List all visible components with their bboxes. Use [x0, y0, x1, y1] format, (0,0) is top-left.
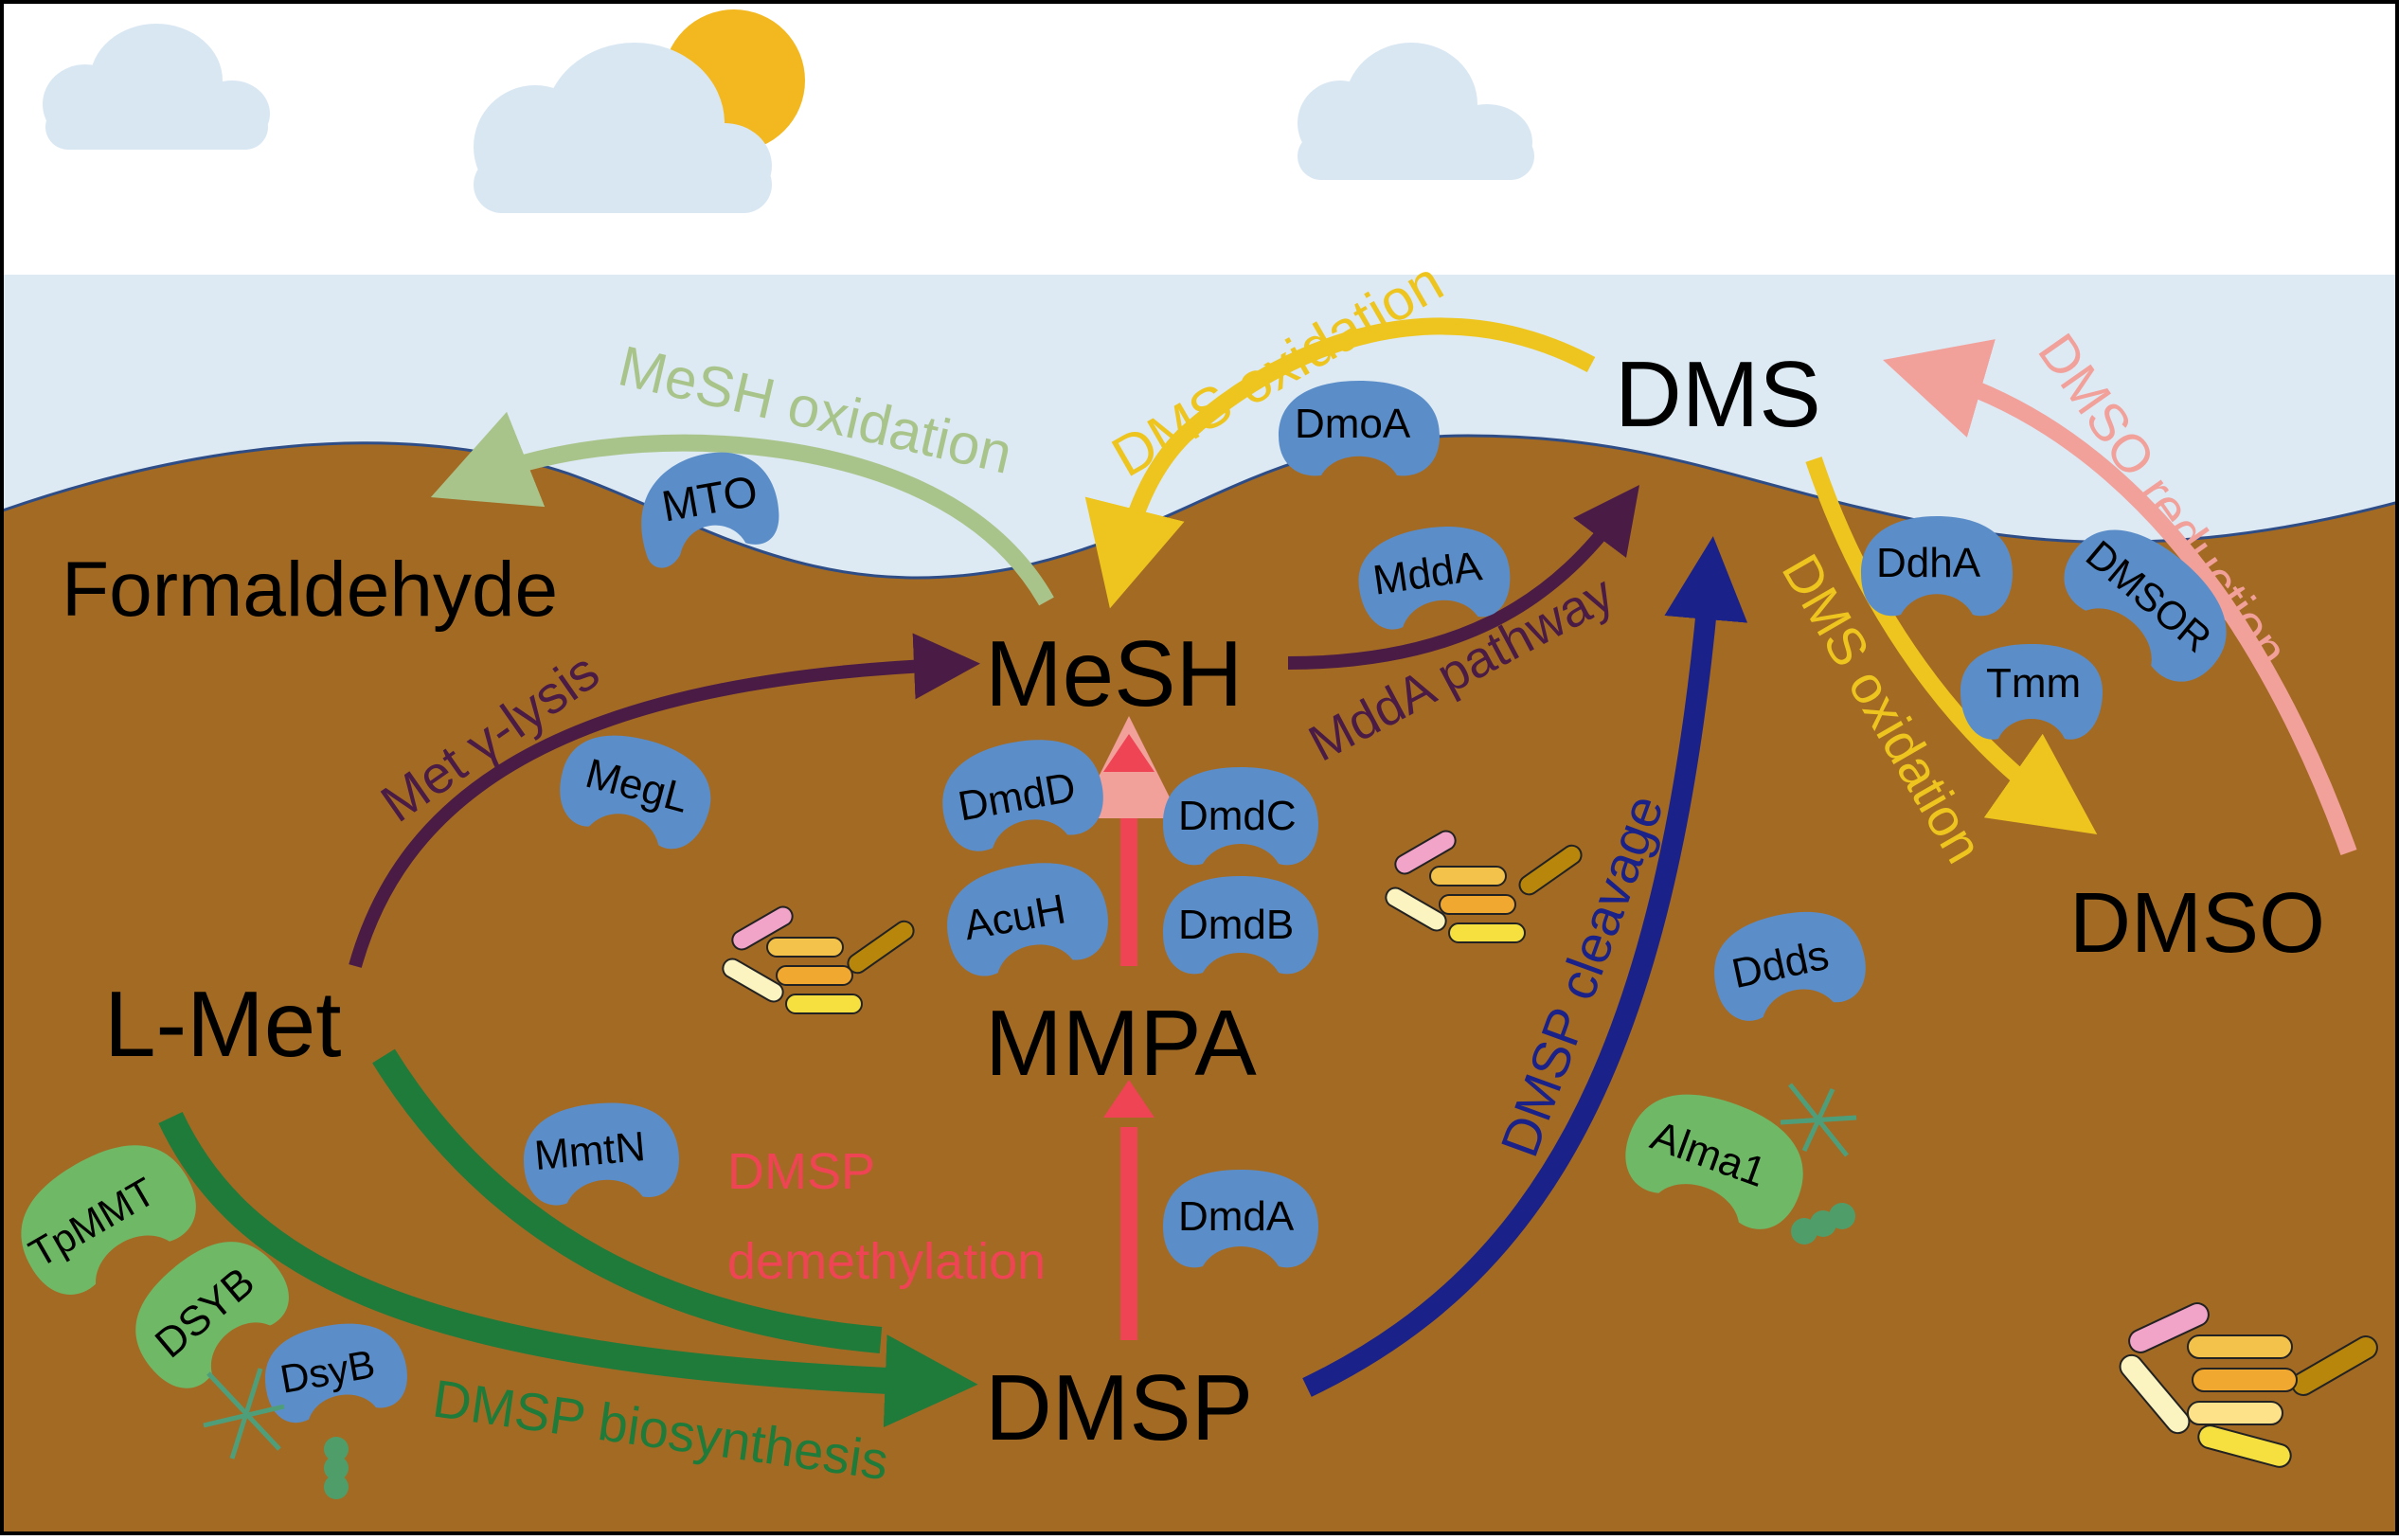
enzyme-dmdd: DmdD [942, 740, 1103, 851]
dmsp-cleavage-arrow [1302, 536, 1748, 1397]
enzyme-alma1: Alma1 [1625, 1094, 1803, 1229]
enzyme-dmdb: DmdB [1163, 876, 1318, 975]
met-lysis-arrow [349, 633, 980, 968]
svg-text:Tmm: Tmm [1986, 660, 2081, 707]
diatom-star-icon [203, 1368, 285, 1459]
bacteria-cluster-icon [722, 905, 915, 1014]
enzyme-mmtn: MmtN [524, 1102, 679, 1206]
enzyme-dmdc: DmdC [1163, 767, 1318, 866]
dmso-reduction-arrow [1883, 339, 2357, 856]
svg-text:DmdB: DmdB [1178, 902, 1294, 948]
mesh-oxidation-arrow [430, 411, 1054, 606]
enzyme-tmm: Tmm [1960, 644, 2103, 740]
dms-oxidation-top-arrow [1084, 317, 1596, 609]
dmsp-demethylation-label-line2: demethylation [727, 1233, 1046, 1290]
algae-chain-icon [1791, 1203, 1855, 1245]
lmet-label: L-Met [104, 972, 342, 1076]
enzyme-megl: MegL [560, 735, 711, 850]
dms-oxidation-right-arrow [1805, 457, 2098, 834]
algae-chain-icon [324, 1437, 349, 1499]
svg-text:DmdA: DmdA [1178, 1193, 1295, 1240]
cloud-icon [43, 24, 270, 150]
svg-text:MmtN: MmtN [532, 1123, 647, 1179]
cloud-sun-icon [474, 43, 772, 213]
enzyme-ddds: Ddds [1714, 911, 1866, 1021]
mesh-label: MeSH [985, 621, 1243, 725]
mmpa-label: MMPA [985, 991, 1257, 1095]
enzyme-dmda: DmdA [1163, 1170, 1318, 1268]
svg-text:DdhA: DdhA [1876, 540, 1981, 586]
bacteria-cluster-icon [2119, 1302, 2378, 1468]
cloud-icon [1298, 43, 1534, 180]
formaldehyde-label: Formaldehyde [62, 546, 558, 633]
bacteria-cluster-icon [1385, 830, 1583, 943]
dmsp-label: DMSP [985, 1355, 1253, 1459]
enzyme-mdda: MddA [1358, 527, 1511, 630]
enzyme-mto: MTO [641, 452, 779, 568]
arrowhead [1103, 734, 1155, 772]
enzyme-acuh: AcuH [947, 863, 1108, 976]
enzyme-dmoa: DmoA [1279, 381, 1440, 476]
svg-text:DmdC: DmdC [1178, 793, 1297, 839]
svg-text:DmoA: DmoA [1295, 401, 1411, 447]
dmsp-biosynthesis-arrow [158, 1112, 978, 1428]
dmso-label: DMSO [2069, 876, 2325, 971]
mdda-pathway-arrow [1287, 485, 1640, 670]
enzyme-dsyb: DsyB [265, 1323, 407, 1424]
biosynthesis-branch-upper [372, 1048, 883, 1353]
dms-label: DMS [1615, 342, 1821, 446]
diatom-star-icon [1780, 1083, 1857, 1157]
dmsp-demethylation-label-line1: DMSP [727, 1143, 875, 1200]
arrowhead [1103, 1080, 1155, 1118]
enzyme-ddha: DdhA [1861, 516, 2013, 617]
